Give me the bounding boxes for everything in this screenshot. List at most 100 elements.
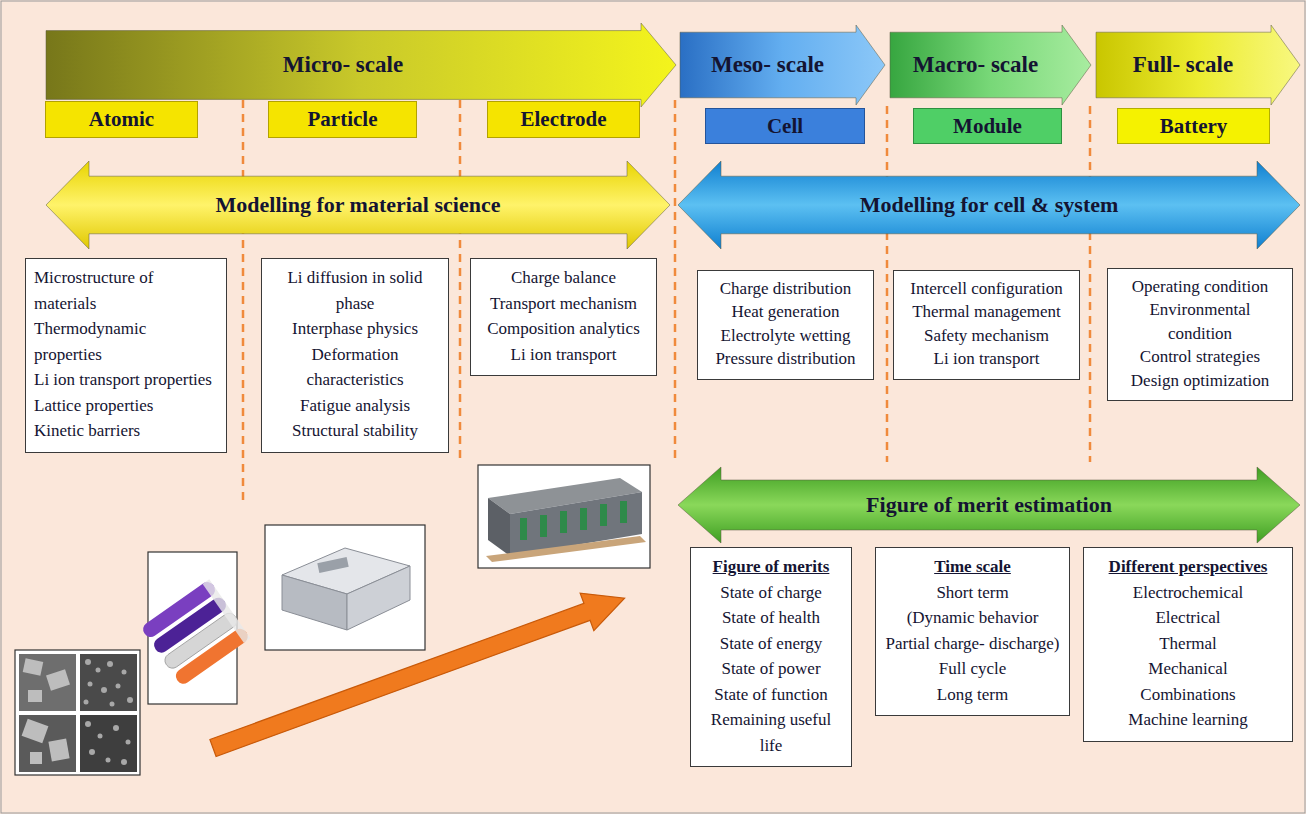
merit-box: Different perspectivesElectrochemicalEle… [1083, 547, 1293, 742]
list-item: Short term [884, 580, 1061, 606]
level-name: Cell [767, 114, 803, 139]
arrow-label-area: Figure of merit estimation [721, 466, 1257, 544]
tag-label-area: Atomic [46, 102, 197, 137]
tag-label-area: Battery [1118, 109, 1269, 143]
battery-module [478, 465, 650, 568]
arrow-title: Meso- scale [711, 52, 824, 78]
list-item: Li ion transport [479, 342, 648, 368]
cylindrical-cells [140, 552, 250, 704]
estimation-arrow: Figure of merit estimation [677, 466, 1301, 544]
list-item: Design optimization [1116, 369, 1284, 392]
list-item: Transport mechanism [479, 291, 648, 317]
list-item: State of charge [699, 580, 843, 606]
list-item: Pressure distribution [706, 347, 865, 370]
arrow-label-area: Modelling for cell & system [721, 160, 1257, 250]
list-item: Microstructure of materials [34, 265, 218, 316]
topic-box: Microstructure of materialsThermodynamic… [25, 258, 227, 453]
topic-box: Li diffusion in solid phaseInterphase ph… [261, 258, 449, 453]
box-heading: Different perspectives [1092, 554, 1284, 580]
list-item: (Dynamic behavior Partial charge- discha… [884, 605, 1061, 656]
scale-arrow: Full- scale [1095, 24, 1301, 106]
arrow-title: Macro- scale [913, 52, 1038, 78]
level-tag: Battery [1117, 108, 1270, 144]
topic-box: Intercell configurationThermal managemen… [893, 270, 1080, 380]
list-item: Kinetic barriers [34, 418, 218, 444]
arrow-label-area: Macro- scale [889, 24, 1062, 106]
list-item: Thermodynamic properties [34, 316, 218, 367]
scale-arrow: Meso- scale [679, 24, 886, 106]
topic-box: Charge distributionHeat generationElectr… [697, 270, 874, 380]
list-item: Charge distribution [706, 277, 865, 300]
list-item: Charge balance [479, 265, 648, 291]
level-name: Atomic [89, 107, 154, 132]
scale-arrow: Micro- scale [45, 22, 677, 108]
list-item: Intercell configuration [902, 277, 1071, 300]
list-item: Mechanical [1092, 656, 1284, 682]
list-item: Li ion transport properties [34, 367, 218, 393]
arrow-label-area: Modelling for material science [89, 160, 627, 250]
list-item: Lattice properties [34, 393, 218, 419]
list-item: State of energy [699, 631, 843, 657]
level-name: Module [953, 114, 1022, 139]
scale-arrow: Macro- scale [889, 24, 1092, 106]
prismatic-cell [265, 525, 425, 650]
arrow-label-area: Meso- scale [679, 24, 856, 106]
list-item: Operating condition [1116, 275, 1284, 298]
list-item: State of power [699, 656, 843, 682]
list-item: Li diffusion in solid phase [270, 265, 440, 316]
list-item: Machine learning [1092, 707, 1284, 733]
merit-box: Time scaleShort term(Dynamic behavior Pa… [875, 547, 1070, 716]
arrow-label-area: Full- scale [1095, 24, 1271, 106]
level-name: Electrode [521, 107, 607, 132]
list-item: Full cycle [884, 656, 1061, 682]
list-item: Control strategies [1116, 345, 1284, 368]
list-item: State of function [699, 682, 843, 708]
list-item: Safety mechanism [902, 324, 1071, 347]
box-heading: Time scale [884, 554, 1061, 580]
list-item: Structural stability [270, 418, 440, 444]
modelling-arrow: Modelling for cell & system [677, 160, 1301, 250]
level-tag: Particle [268, 101, 417, 138]
arrow-title: Figure of merit estimation [866, 492, 1112, 518]
sem-images [15, 650, 140, 775]
arrow-title: Modelling for material science [216, 192, 501, 218]
topic-box: Operating conditionEnvironmental conditi… [1107, 268, 1293, 401]
level-tag: Cell [705, 108, 865, 144]
list-item: Combinations [1092, 682, 1284, 708]
level-name: Particle [308, 107, 378, 132]
arrow-title: Full- scale [1133, 52, 1233, 78]
level-tag: Electrode [487, 101, 640, 138]
list-item: Environmental condition [1116, 298, 1284, 345]
list-item: Electrolyte wetting [706, 324, 865, 347]
arrow-title: Modelling for cell & system [860, 192, 1119, 218]
list-item: Fatigue analysis [270, 393, 440, 419]
list-item: Deformation characteristics [270, 342, 440, 393]
list-item: Composition analytics [479, 316, 648, 342]
box-heading: Figure of merits [699, 554, 843, 580]
list-item: Interphase physics [270, 316, 440, 342]
tag-label-area: Module [914, 109, 1061, 143]
level-name: Battery [1160, 114, 1228, 139]
list-item: Heat generation [706, 300, 865, 323]
scale-dividers [243, 100, 1090, 500]
tag-label-area: Cell [706, 109, 864, 143]
merit-box: Figure of meritsState of chargeState of … [690, 547, 852, 767]
list-item: Long term [884, 682, 1061, 708]
list-item: Thermal [1092, 631, 1284, 657]
list-item: Electrical [1092, 605, 1284, 631]
arrow-title: Micro- scale [283, 52, 403, 78]
topic-box: Charge balanceTransport mechanismComposi… [470, 258, 657, 376]
list-item: Li ion transport [902, 347, 1071, 370]
list-item: Remaining useful life [699, 707, 843, 758]
list-item: Electrochemical [1092, 580, 1284, 606]
tag-label-area: Particle [269, 102, 416, 137]
list-item: State of health [699, 605, 843, 631]
level-tag: Module [913, 108, 1062, 144]
level-tag: Atomic [45, 101, 198, 138]
modelling-arrow: Modelling for material science [45, 160, 671, 250]
list-item: Thermal management [902, 300, 1071, 323]
tag-label-area: Electrode [488, 102, 639, 137]
arrow-label-area: Micro- scale [45, 22, 641, 108]
progress-arrow [206, 579, 631, 766]
